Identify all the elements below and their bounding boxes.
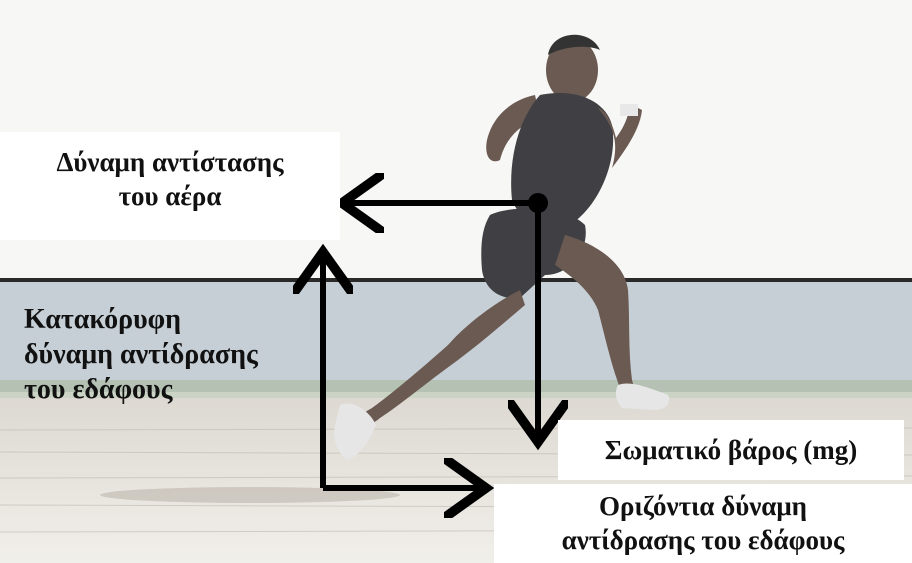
body-weight-text: Σωματικό βάρος (mg) [558,434,904,468]
vertical-reaction-line-3: του εδάφους [24,372,258,407]
air-resistance-line-1: Δύναμη αντίστασης [0,146,340,180]
vertical-reaction-line-1: Κατακόρυφη [24,302,258,337]
vertical-reaction-line-2: δύναμη αντίδρασης [24,337,258,372]
horizontal-reaction-label: Οριζόντια δύναμη αντίδρασης του εδάφους [494,484,912,563]
wall-top-edge [0,278,912,282]
horizontal-reaction-line-2: αντίδρασης του εδάφους [494,524,912,558]
horizontal-reaction-line-1: Οριζόντια δύναμη [494,490,912,524]
body-weight-label: Σωματικό βάρος (mg) [558,420,904,480]
air-resistance-label: Δύναμη αντίστασης του αέρα [0,132,340,240]
air-resistance-line-2: του αέρα [0,180,340,214]
vertical-reaction-label: Κατακόρυφη δύναμη αντίδρασης του εδάφους [24,302,258,407]
